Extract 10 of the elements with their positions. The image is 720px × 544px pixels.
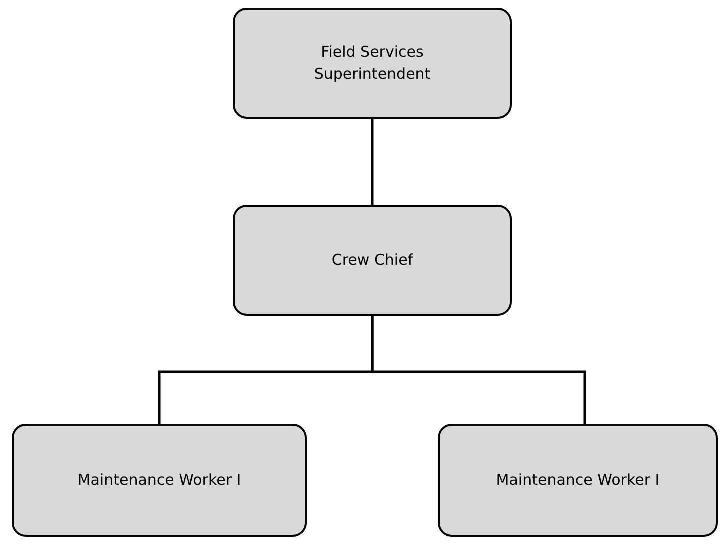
role-title: Crew Chief [332, 250, 414, 271]
role-box [12, 424, 307, 537]
role-title: Maintenance Worker I [78, 470, 242, 491]
role-box [233, 205, 512, 316]
role-title: Field Services Superintendent [313, 42, 432, 84]
role-box [233, 8, 512, 119]
connector-line [371, 316, 586, 424]
role-box [438, 424, 718, 537]
role-title: Maintenance Worker I [496, 470, 660, 491]
connector-line [371, 119, 374, 205]
